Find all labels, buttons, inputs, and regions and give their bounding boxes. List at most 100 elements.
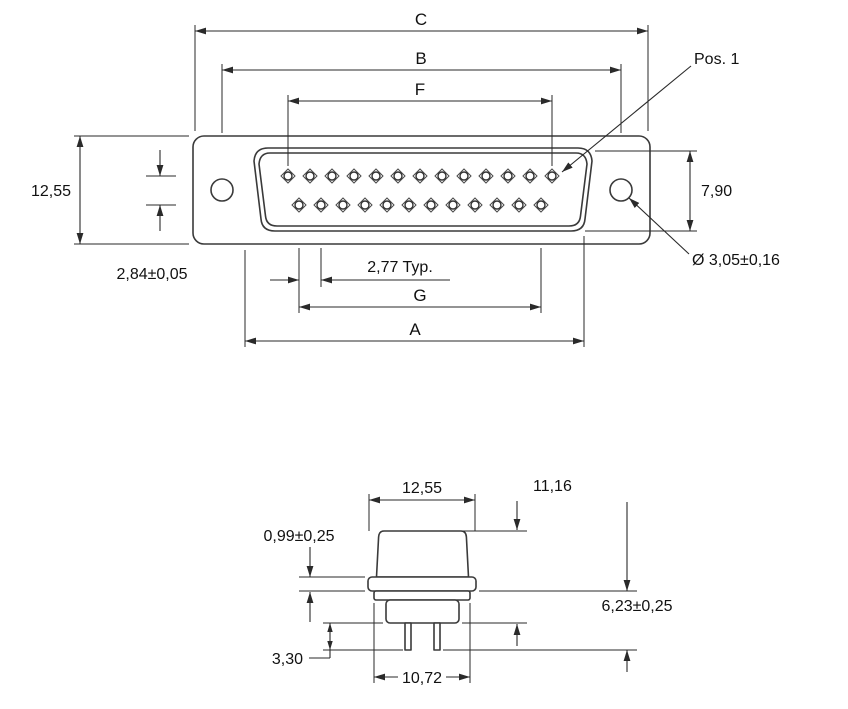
dim-b-label: B xyxy=(415,49,426,68)
dimension-insert-width: 10,72 xyxy=(373,603,471,687)
pin-contact xyxy=(481,171,491,181)
pin-chamfer xyxy=(544,168,560,184)
mounting-hole-right xyxy=(609,178,633,202)
pin-contact xyxy=(547,171,557,181)
insert-width-label: 10,72 xyxy=(402,670,442,687)
d-shell-outer xyxy=(253,147,593,232)
side-view: 12,55 11,16 6,23±0,25 0,99±0,25 xyxy=(263,478,672,687)
pos1-callout: Pos. 1 xyxy=(561,51,739,173)
pin-contact xyxy=(525,171,535,181)
insulator-body xyxy=(385,599,460,624)
pin-chamfer xyxy=(291,197,307,213)
pos1-label: Pos. 1 xyxy=(694,51,739,68)
pin-contact xyxy=(382,200,392,210)
dimension-f: F xyxy=(287,80,553,166)
pin-contact xyxy=(514,200,524,210)
dimension-flange-thickness: 0,99±0,25 xyxy=(263,528,365,622)
pin-chamfer xyxy=(412,168,428,184)
pin-chamfer xyxy=(368,168,384,184)
pin-contact xyxy=(448,200,458,210)
pin-chamfer xyxy=(335,197,351,213)
pin-chamfer xyxy=(379,197,395,213)
pin-chamfer xyxy=(478,168,494,184)
pin-chamfer xyxy=(401,197,417,213)
solder-pin-right xyxy=(433,622,441,651)
hole-diameter-callout: Ø 3,05±0,16 xyxy=(628,197,780,269)
mounting-hole-left xyxy=(210,178,234,202)
pin-contact xyxy=(371,171,381,181)
pin-chamfer xyxy=(324,168,340,184)
flange-step xyxy=(373,590,471,601)
dimension-shell-height: 7,90 xyxy=(585,150,732,232)
pin-chamfer xyxy=(489,197,505,213)
pin-chamfer xyxy=(434,168,450,184)
pin-chamfer xyxy=(313,197,329,213)
lower-height-label: 6,23±0,25 xyxy=(601,598,672,615)
connector-flange-outline xyxy=(192,135,651,245)
pin-chamfer xyxy=(280,168,296,184)
arrowhead-up xyxy=(327,623,333,632)
front-view: C B F Pos. 1 12,55 xyxy=(31,10,780,347)
pin-chamfer xyxy=(357,197,373,213)
arrowhead-down xyxy=(327,641,333,650)
flange-thickness-label: 0,99±0,25 xyxy=(263,528,334,545)
pin-contact xyxy=(415,171,425,181)
pin-contact xyxy=(536,200,546,210)
pin-contact xyxy=(349,171,359,181)
pin-contact xyxy=(360,200,370,210)
dimension-g: G xyxy=(298,248,542,313)
shroud-outline xyxy=(375,530,470,578)
pin-contact xyxy=(305,171,315,181)
pin-field xyxy=(280,168,560,213)
pin-contact xyxy=(426,200,436,210)
dimension-row-offset: 2,84±0,05 xyxy=(116,150,188,283)
dimension-pin-pitch: 2,77 Typ. xyxy=(270,248,450,287)
pin-chamfer xyxy=(346,168,362,184)
dim-c-label: C xyxy=(415,10,427,29)
pin-chamfer xyxy=(423,197,439,213)
pin-contact xyxy=(283,171,293,181)
row-offset-label: 2,84±0,05 xyxy=(116,266,187,283)
pin-chamfer xyxy=(302,168,318,184)
top-width-label: 12,55 xyxy=(402,480,442,497)
solder-pin-left xyxy=(404,622,412,651)
dimension-top-width: 12,55 xyxy=(368,480,476,531)
pin-length-label: 3,30 xyxy=(272,651,303,668)
pin-chamfer xyxy=(390,168,406,184)
pin-chamfer xyxy=(456,168,472,184)
pin-contact xyxy=(492,200,502,210)
pin-contact xyxy=(294,200,304,210)
flange-plate xyxy=(367,576,477,592)
pin-contact xyxy=(404,200,414,210)
pin-chamfer xyxy=(445,197,461,213)
dimension-pin-length: 3,30 xyxy=(272,622,403,668)
pin-contact xyxy=(393,171,403,181)
dimension-side-overall-height: 11,16 xyxy=(462,478,572,646)
leader-line xyxy=(628,197,690,255)
pin-chamfer xyxy=(500,168,516,184)
leader-line xyxy=(561,65,692,173)
dimension-c: C xyxy=(194,10,649,131)
pin-contact xyxy=(459,171,469,181)
pin-chamfer xyxy=(467,197,483,213)
pin-contact xyxy=(338,200,348,210)
overall-height-label: 12,55 xyxy=(31,183,71,200)
d-shell-inner xyxy=(258,152,588,227)
dimension-b: B xyxy=(221,49,622,133)
hole-diameter-label: Ø 3,05±0,16 xyxy=(692,252,780,269)
dim-a-label: A xyxy=(409,320,421,339)
pin-pitch-label: 2,77 Typ. xyxy=(367,259,433,276)
shell-height-label: 7,90 xyxy=(701,183,732,200)
dimension-lower-height: 6,23±0,25 xyxy=(443,502,673,672)
pin-contact xyxy=(437,171,447,181)
dim-f-label: F xyxy=(415,80,425,99)
pin-chamfer xyxy=(511,197,527,213)
pin-chamfer xyxy=(522,168,538,184)
pin-contact xyxy=(327,171,337,181)
dimension-overall-height: 12,55 xyxy=(31,135,189,245)
dim-g-label: G xyxy=(413,286,426,305)
pin-contact xyxy=(316,200,326,210)
pin-chamfer xyxy=(533,197,549,213)
